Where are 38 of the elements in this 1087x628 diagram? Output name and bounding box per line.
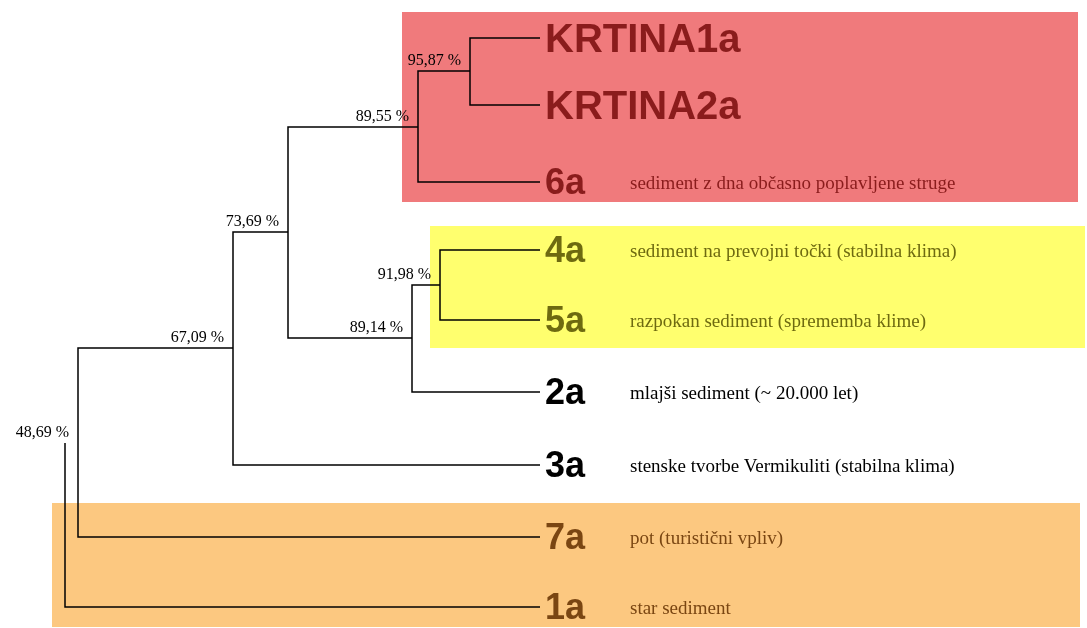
tree-branch: [77, 347, 234, 444]
tree-branch: [287, 126, 419, 233]
sample-description: pot (turistični vpliv): [630, 527, 784, 547]
similarity-label: 73,69 %: [225, 213, 280, 231]
tree-branch: [439, 284, 541, 321]
similarity-label: 67,09 %: [170, 329, 225, 347]
sample-description: sediment z dna občasno poplavljene struge: [630, 172, 956, 192]
sample-description: star sediment: [630, 597, 731, 617]
sample-code: 6a: [545, 164, 587, 200]
tree-branch: [439, 249, 541, 286]
highlight-band: [52, 503, 1080, 627]
sample-code: 3a: [545, 447, 587, 483]
similarity-label: 48,69 %: [15, 424, 70, 442]
similarity-label: 89,14 %: [349, 319, 404, 337]
similarity-label: 95,87 %: [407, 52, 462, 70]
tree-branch: [469, 37, 541, 72]
highlight-band: [430, 226, 1085, 348]
tree-branch: [287, 231, 413, 339]
tree-branch: [77, 442, 541, 538]
sample-description: stenske tvorbe Vermikuliti (stabilna klima): [630, 455, 955, 475]
sample-description: razpokan sediment (sprememba klime): [630, 310, 926, 330]
tree-branch: [417, 70, 471, 128]
sample-description: mlajši sediment (~ 20.000 let): [630, 382, 859, 402]
tree-branch: [232, 347, 541, 466]
sample-code: 7a: [545, 519, 587, 555]
sample-description: sediment na prevojni točki (stabilna klima): [630, 240, 957, 260]
tree-branch: [411, 337, 541, 393]
sample-code: 4a: [545, 232, 587, 268]
sample-code: 1a: [545, 589, 587, 625]
sample-code: 5a: [545, 302, 587, 338]
sample-code: 2a: [545, 374, 587, 410]
tree-branch: [411, 284, 441, 339]
tree-branch: [417, 126, 541, 183]
tree-branch: [232, 231, 289, 349]
tree-branch: [469, 70, 541, 106]
sample-code: KRTINA1a: [545, 18, 741, 58]
sample-code: KRTINA2a: [545, 85, 741, 125]
tree-branch: [64, 442, 541, 608]
